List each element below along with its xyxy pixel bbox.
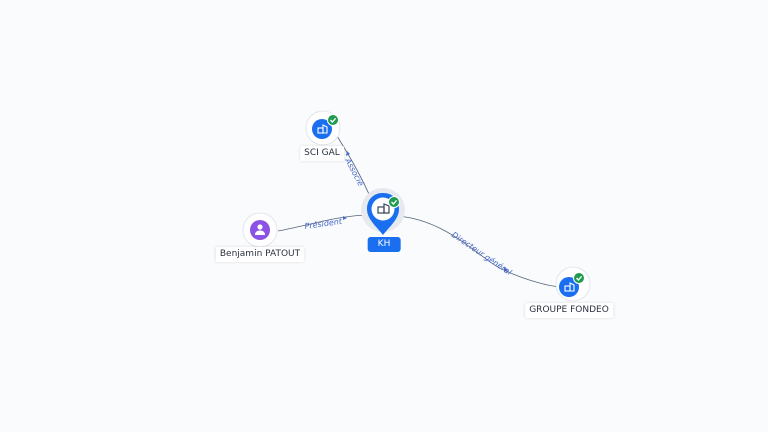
verified-badge-icon [388, 196, 400, 208]
node-label-benjamin-patout[interactable]: Benjamin PATOUT [215, 247, 305, 262]
edge-directeur-arrow [504, 267, 508, 272]
verified-badge-icon [573, 272, 585, 284]
person-icon [255, 224, 265, 235]
edge-associe-arrow [346, 151, 350, 156]
checkmark-icon [391, 199, 398, 205]
edge-label-president: Président [304, 216, 344, 231]
node-sci-gal-circle [312, 119, 332, 139]
company-building-icon [377, 203, 390, 214]
checkmark-icon [330, 117, 337, 123]
checkmark-icon [576, 275, 583, 281]
node-sci-gal[interactable] [305, 110, 341, 146]
node-person-circle [250, 220, 270, 240]
node-groupe-fondeo[interactable] [555, 266, 591, 302]
edge-president [277, 214, 371, 232]
node-label-kh[interactable]: KH [367, 237, 401, 252]
edge-directeur [396, 215, 561, 288]
node-kh[interactable] [361, 188, 405, 235]
edge-label-associe: Associé [343, 155, 367, 187]
node-label-groupe-fondeo[interactable]: GROUPE FONDEO [525, 303, 613, 318]
node-benjamin-patout[interactable] [242, 212, 278, 248]
company-building-icon [564, 282, 575, 292]
company-building-icon [317, 124, 328, 134]
verified-badge-icon [327, 114, 339, 126]
node-groupe-circle [559, 277, 579, 297]
edge-label-directeur: Directeur général [450, 229, 515, 277]
edge-president-arrow [343, 216, 347, 220]
node-label-sci-gal[interactable]: SCI GAL [300, 146, 344, 161]
